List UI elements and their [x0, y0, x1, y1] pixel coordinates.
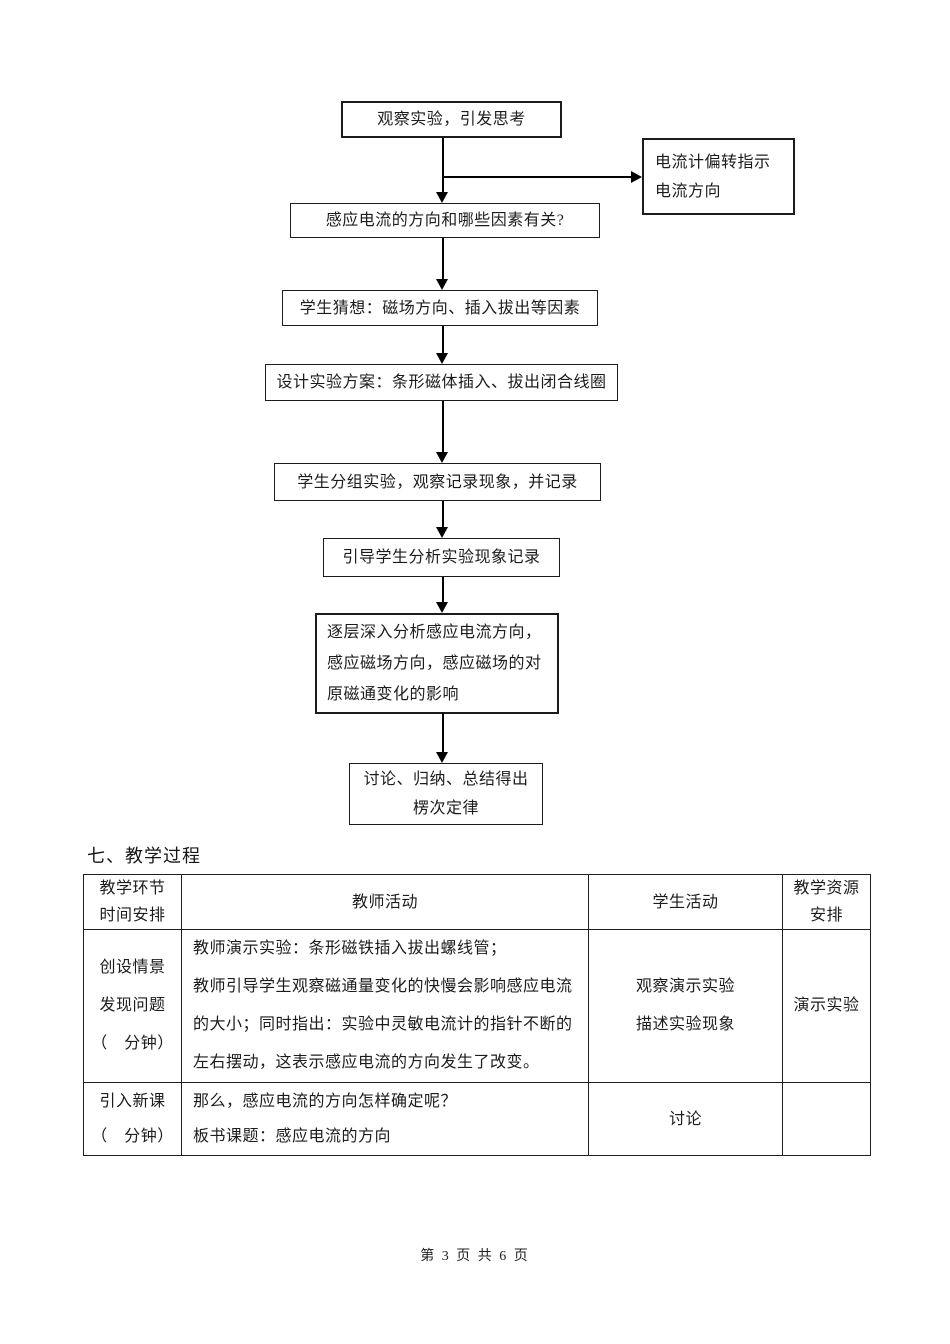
arrow-down-icon: [436, 752, 448, 763]
cell-stage: 引入新课 （ 分钟）: [83, 1082, 182, 1156]
arrow-down-icon: [436, 602, 448, 613]
cell-resources: 演示实验: [782, 929, 871, 1083]
flowchart-node-conclude: 讨论、归纳、总结得出 楞次定律: [349, 763, 543, 825]
flowchart-node-experiment: 学生分组实验，观察记录现象，并记录: [274, 463, 601, 501]
cell-teacher-activity: 那么，感应电流的方向怎样确定呢？ 板书课题：感应电流的方向: [181, 1082, 589, 1156]
cell-stage: 创设情景 发现问题 （ 分钟）: [83, 929, 182, 1083]
flow-connector-5: [442, 501, 444, 528]
flowchart-node-observe: 观察实验，引发思考: [341, 101, 562, 138]
page-number-footer: 第 3 页 共 6 页: [420, 1249, 530, 1264]
flowchart-node-guess: 学生猜想：磁场方向、插入拔出等因素: [282, 290, 598, 326]
table-row: 引入新课 （ 分钟） 那么，感应电流的方向怎样确定呢？ 板书课题：感应电流的方向…: [83, 1082, 871, 1156]
flow-connector-2: [442, 238, 444, 280]
teaching-process-table: 教学环节 时间安排 教师活动 学生活动 教学资源 安排 创设情景 发现问题 （ …: [83, 874, 871, 1156]
arrow-down-icon: [436, 279, 448, 290]
header-resources: 教学资源 安排: [782, 874, 871, 930]
table-row: 创设情景 发现问题 （ 分钟） 教师演示实验：条形磁铁插入拔出螺线管； 教师引导…: [83, 929, 871, 1083]
cell-teacher-activity: 教师演示实验：条形磁铁插入拔出螺线管； 教师引导学生观察磁通量变化的快慢会影响感…: [181, 929, 589, 1083]
cell-student-activity: 讨论: [588, 1082, 783, 1156]
flowchart-node-guide: 引导学生分析实验现象记录: [323, 538, 560, 577]
header-student-activity: 学生活动: [588, 874, 783, 930]
arrow-down-icon: [436, 452, 448, 463]
flowchart-node-galvanometer: 电流计偏转指示 电流方向: [642, 138, 795, 215]
cell-resources: [782, 1082, 871, 1156]
arrow-down-icon: [436, 527, 448, 538]
section-heading-teaching-process: 七、教学过程: [87, 846, 201, 866]
arrow-down-icon: [436, 353, 448, 364]
arrow-down-icon: [436, 192, 448, 203]
header-stage: 教学环节 时间安排: [83, 874, 182, 930]
cell-student-activity: 观察演示实验 描述实验现象: [588, 929, 783, 1083]
flow-connector-4: [442, 401, 444, 453]
flowchart-node-design: 设计实验方案：条形磁体插入、拔出闭合线圈: [265, 364, 618, 401]
flow-branch-connector: [443, 176, 632, 178]
flowchart-node-question: 感应电流的方向和哪些因素有关?: [290, 203, 600, 238]
flow-connector-1: [442, 138, 444, 193]
flow-connector-6: [442, 577, 444, 603]
header-teacher-activity: 教师活动: [181, 874, 589, 930]
table-header-row: 教学环节 时间安排 教师活动 学生活动 教学资源 安排: [83, 874, 871, 930]
flow-connector-7: [442, 713, 444, 753]
flowchart-node-analyze: 逐层深入分析感应电流方向， 感应磁场方向，感应磁场的对 原磁通变化的影响: [315, 613, 559, 714]
flow-connector-3: [442, 326, 444, 354]
arrow-right-icon: [631, 171, 642, 183]
